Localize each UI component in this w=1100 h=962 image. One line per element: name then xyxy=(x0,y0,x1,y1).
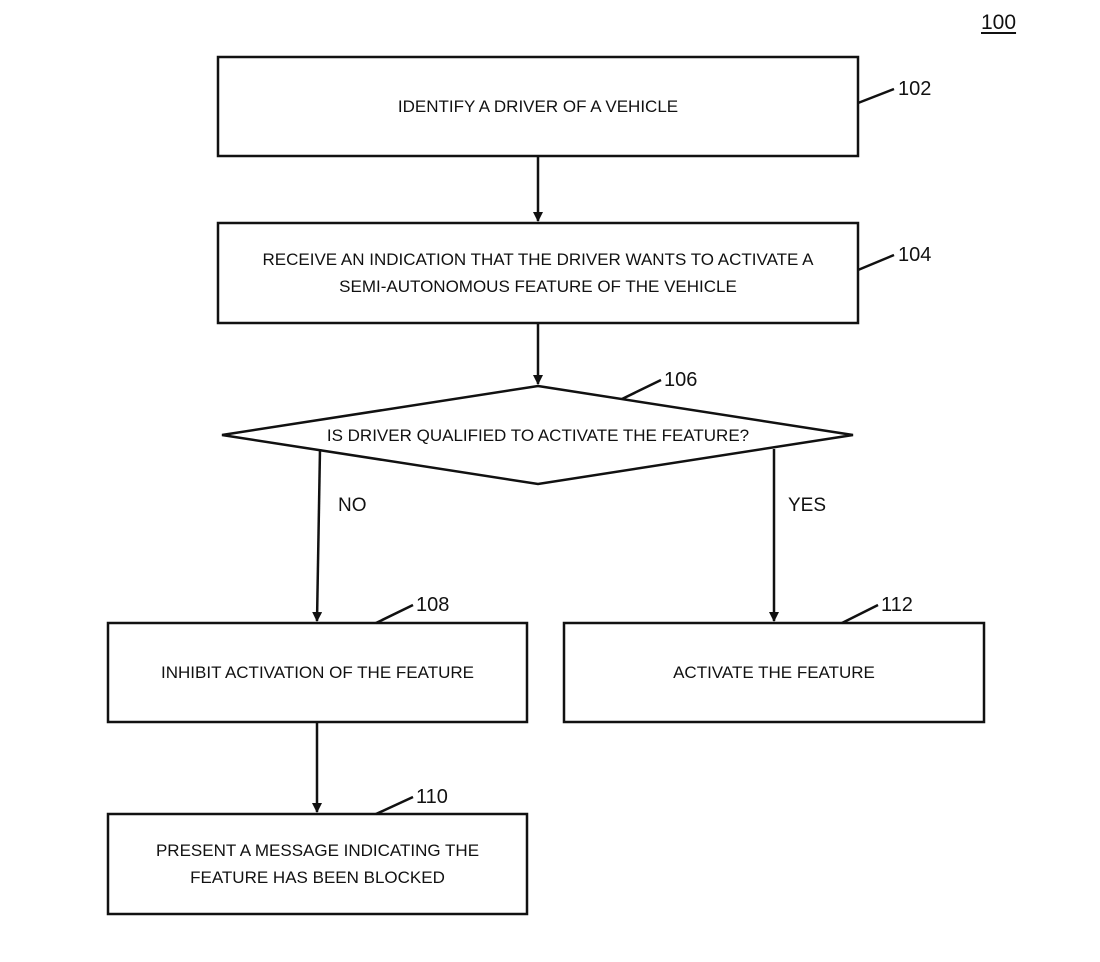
leader-line-106 xyxy=(621,378,662,401)
node-110-line-1: PRESENT A MESSAGE INDICATING THE xyxy=(155,841,480,860)
node-104-text: RECEIVE AN INDICATION THAT THE DRIVER WA… xyxy=(220,225,856,321)
ref-label-112: 112 xyxy=(881,594,913,616)
figure-number: 100 xyxy=(981,11,1017,34)
ref-label-104: 104 xyxy=(898,244,932,266)
node-106-text: IS DRIVER QUALIFIED TO ACTIVATE THE FEAT… xyxy=(326,425,750,445)
branch-label-no: NO xyxy=(338,495,367,516)
node-108-text: INHIBIT ACTIVATION OF THE FEATURE xyxy=(161,663,474,682)
node-110-text: PRESENT A MESSAGE INDICATING THE FEATURE… xyxy=(110,816,525,912)
box-108 xyxy=(106,621,529,724)
box-112 xyxy=(562,621,986,724)
box-104 xyxy=(216,221,860,325)
leader-line-112 xyxy=(841,603,879,625)
decision-diamond-106 xyxy=(221,384,854,486)
node-110-line-2: FEATURE HAS BEEN BLOCKED xyxy=(190,868,445,887)
arrow-no-branch xyxy=(312,448,323,622)
leader-line-110 xyxy=(375,795,414,816)
node-112-text: ACTIVATE THE FEATURE xyxy=(673,663,875,682)
box-110 xyxy=(106,812,529,916)
node-104-line-2: SEMI-AUTONOMOUS FEATURE OF THE VEHICLE xyxy=(339,277,737,296)
node-104-line-1: RECEIVE AN INDICATION THAT THE DRIVER WA… xyxy=(262,250,814,269)
branch-label-yes: YES xyxy=(788,495,827,516)
ref-label-102: 102 xyxy=(898,78,932,100)
box-102 xyxy=(216,55,860,158)
leader-line-102 xyxy=(857,87,895,105)
ref-label-106: 106 xyxy=(664,369,698,391)
leader-line-108 xyxy=(375,603,414,625)
ref-label-110: 110 xyxy=(416,786,448,808)
leader-line-104 xyxy=(857,253,895,272)
ref-label-108: 108 xyxy=(416,594,450,616)
node-102-text: IDENTIFY A DRIVER OF A VEHICLE xyxy=(397,97,679,116)
